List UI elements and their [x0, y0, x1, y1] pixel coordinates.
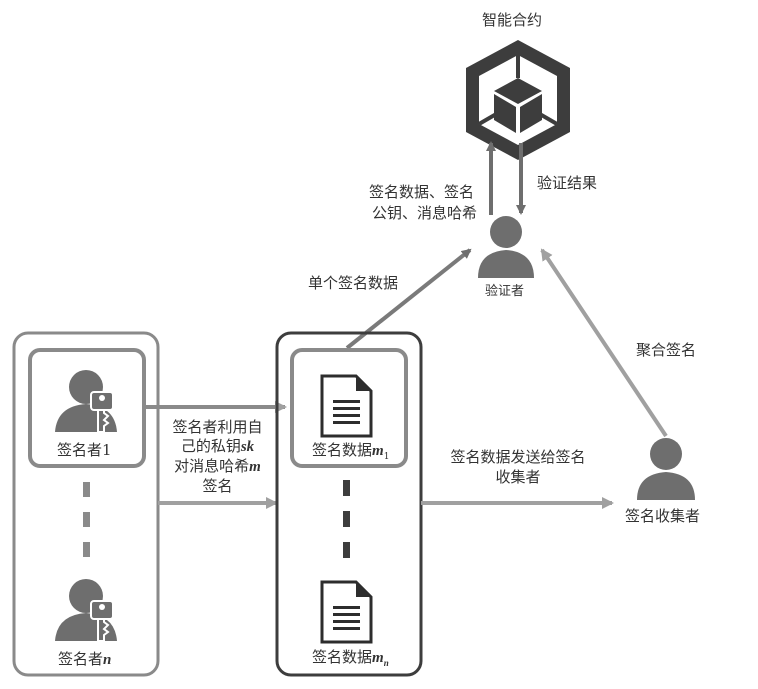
arrow-aggregate-signature	[540, 248, 668, 438]
smart-contract-label: 智能合约	[482, 11, 543, 29]
document-n-icon	[320, 580, 373, 644]
signers-ellipsis	[83, 482, 90, 557]
signer-n-index: n	[103, 652, 112, 668]
sign-process-label: 签名者利用自 己的私钥sk 对消息哈希m 签名	[160, 418, 275, 496]
to-contract-label-line1: 签名数据、签名	[369, 183, 475, 201]
sign-label-line2-text: 己的私钥	[180, 437, 241, 455]
sign-label-line3: 对消息哈希m	[160, 457, 275, 477]
signer-1-label: 签名者1	[57, 440, 112, 460]
signer-1-index: 1	[102, 441, 112, 459]
signer-n-key-icon	[55, 579, 117, 642]
send-collector-label-line1: 签名数据发送给签名	[450, 448, 586, 466]
collector-icon	[637, 438, 695, 500]
collector-label: 签名收集者	[625, 507, 701, 525]
verifier-label: 验证者	[485, 284, 525, 299]
signer-1-name: 签名者	[57, 441, 103, 459]
signature-data-1-box	[290, 348, 408, 468]
signature-data-1-var: m	[372, 443, 384, 459]
smart-contract-icon	[466, 40, 570, 160]
sign-label-line4: 签名	[202, 477, 233, 495]
sign-label-line2: 己的私钥sk	[160, 437, 275, 457]
document-1-icon	[320, 374, 373, 438]
signature-data-n-name: 签名数据	[312, 648, 373, 666]
signature-data-1-sub: 1	[383, 452, 390, 462]
signature-data-ellipsis	[343, 480, 350, 558]
signer-n-name: 签名者	[58, 650, 104, 668]
sign-label-line3-text: 对消息哈希	[174, 457, 250, 475]
sign-label-line1: 签名者利用自	[172, 418, 263, 436]
send-collector-label-line2: 收集者	[495, 468, 541, 486]
signer-n-label: 签名者n	[58, 649, 111, 670]
signature-data-n-label: 签名数据mn	[312, 647, 389, 674]
aggregate-signature-label: 聚合签名	[636, 341, 697, 359]
to-contract-label-line2: 公钥、消息哈希	[372, 204, 478, 222]
signature-data-1-label: 签名数据m1	[312, 440, 389, 467]
single-signature-label: 单个签名数据	[308, 274, 399, 292]
verifier-icon	[478, 216, 534, 278]
send-collector-label: 签名数据发送给签名 收集者	[438, 447, 598, 487]
private-key-var: sk	[240, 439, 255, 455]
verify-result-label: 验证结果	[537, 174, 598, 192]
signer-1-key-icon	[55, 370, 117, 433]
signature-data-n-var: m	[372, 650, 384, 666]
signature-data-1-name: 签名数据	[312, 441, 373, 459]
message-hash-var: m	[249, 459, 261, 475]
signature-data-n-sub: n	[383, 658, 389, 668]
